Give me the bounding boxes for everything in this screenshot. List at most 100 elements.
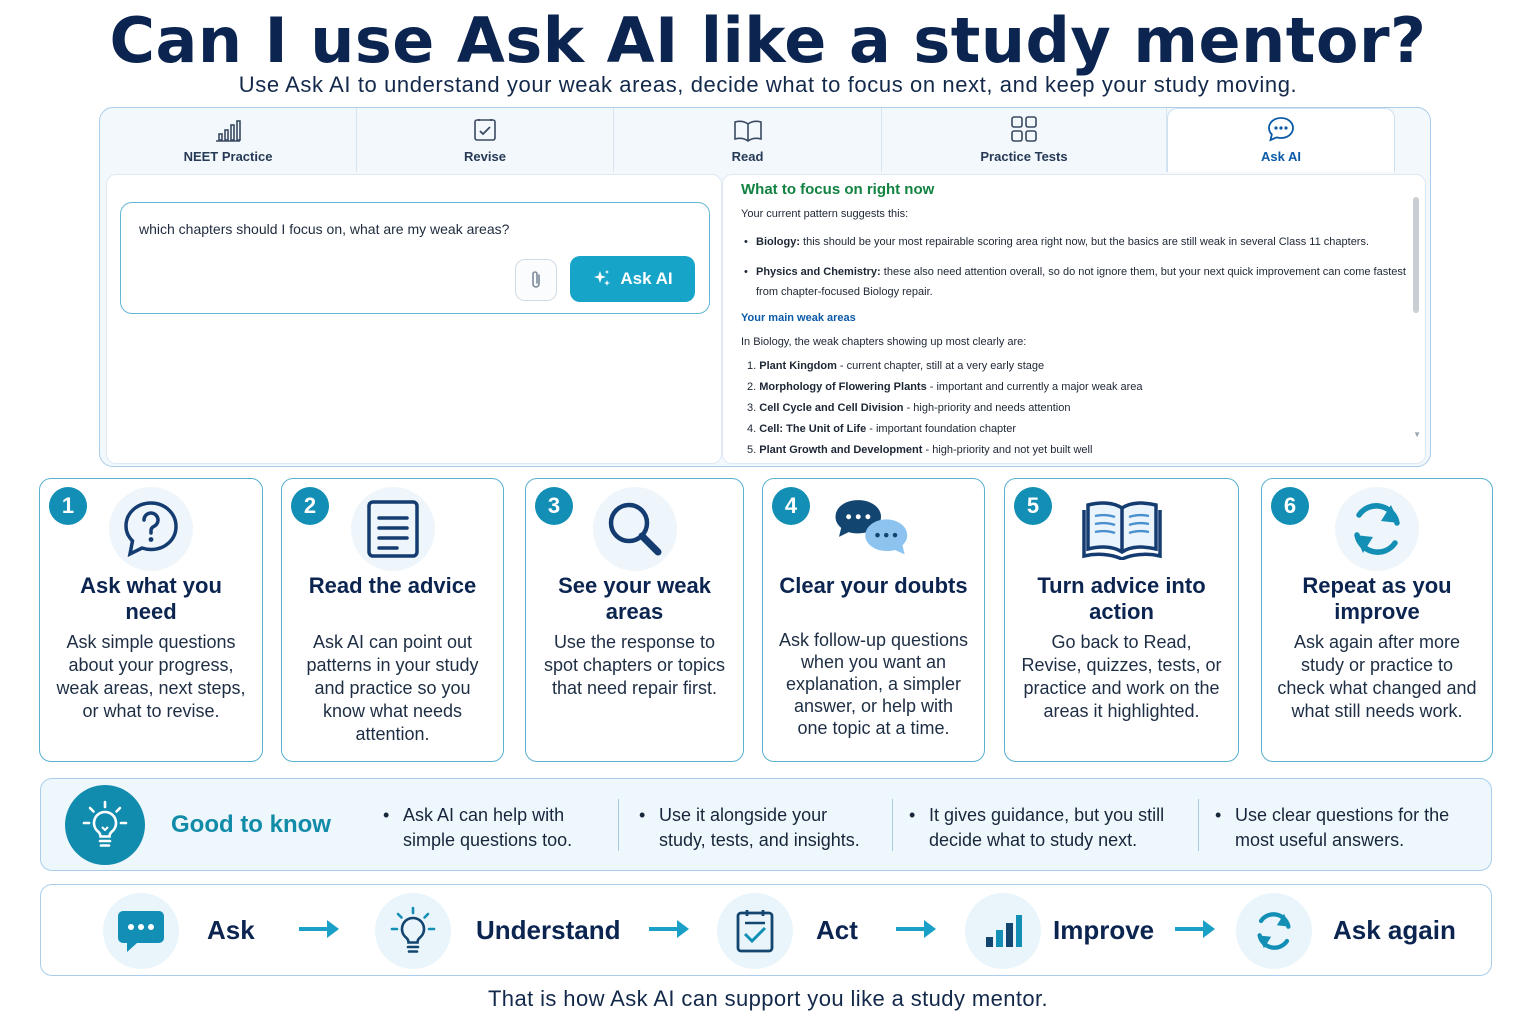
checklist-icon <box>474 119 496 141</box>
query-input[interactable]: which chapters should I focus on, what a… <box>139 221 510 237</box>
item-number: 4. <box>747 423 757 435</box>
lightbulb-icon <box>65 785 145 865</box>
flow-step-label: Understand <box>476 915 621 945</box>
step-title: Turn advice into action <box>1037 573 1206 624</box>
response-panel: What to focus on right now Your current … <box>722 174 1426 464</box>
footer-text: That is how Ask AI can support you like … <box>487 986 1049 1011</box>
chapter-note: - important foundation chapter <box>866 423 1017 435</box>
sparkle-icon <box>594 270 611 286</box>
list-item: Physics and Chemistry: these also need a… <box>741 262 1409 302</box>
chat-bubbles-icon <box>832 487 916 571</box>
step-title: Clear your doubts <box>779 573 968 598</box>
step-title: Ask what you need <box>80 573 222 624</box>
step-number: 5 <box>1014 487 1052 525</box>
paperclip-icon <box>532 271 540 288</box>
item-number: 1. <box>747 360 757 372</box>
response-sub-intro: In Biology, the weak chapters showing up… <box>741 336 1027 348</box>
book-icon <box>733 120 762 142</box>
divider <box>1198 799 1199 851</box>
tab-ask-ai[interactable]: Ask AI <box>1167 108 1395 172</box>
ask-ai-button[interactable]: Ask AI <box>570 256 695 302</box>
step-description: Use the response to spot chapters or top… <box>543 632 726 698</box>
lightbulb-icon <box>375 893 451 969</box>
arrow-right-icon <box>1175 920 1215 938</box>
document-icon <box>350 487 435 571</box>
step-number: 3 <box>535 487 573 525</box>
attach-button[interactable] <box>515 259 557 301</box>
arrow-right-icon <box>299 920 339 938</box>
flow-step-label: Ask again <box>1333 915 1456 945</box>
list-item: 5. Plant Growth and Development - high-p… <box>747 444 1409 456</box>
step-card-4: 4 Clear your doubts Ask follow-up questi… <box>762 478 985 762</box>
question-bubble-icon <box>109 487 193 571</box>
flow-step-label: Improve <box>1053 915 1155 945</box>
bullet-label: Physics and Chemistry: <box>756 266 881 278</box>
list-item: 2. Morphology of Flowering Plants - impo… <box>747 381 1409 393</box>
refresh-icon <box>1236 893 1312 969</box>
page-subtitle: Use Ask AI to understand your weak areas… <box>238 72 1298 97</box>
step-card-5: 5 Turn advice into action Go back to Rea… <box>1004 478 1239 762</box>
response-intro: Your current pattern suggests this: <box>741 208 909 220</box>
step-number: 4 <box>772 487 810 525</box>
chapter-name: Cell: The Unit of Life <box>759 423 867 435</box>
checklist-icon <box>717 893 793 969</box>
tab-revise[interactable]: Revise <box>357 108 614 172</box>
query-input-box[interactable]: which chapters should I focus on, what a… <box>120 202 710 314</box>
tab-label: Practice Tests <box>980 149 1068 164</box>
bullet-text: these also need attention overall, so do… <box>756 266 1406 298</box>
tab-bar: NEET Practice Revise Read Practice Tests… <box>100 108 1430 172</box>
response-heading: What to focus on right now <box>741 181 935 198</box>
good-to-know-title: Good to know <box>171 811 331 838</box>
chapter-note: - current chapter, still at a very early… <box>836 360 1045 372</box>
list-item: Biology: this should be your most repair… <box>741 232 1409 252</box>
tip-item: It gives guidance, but you still decide … <box>907 803 1177 853</box>
flow-step-label: Ask <box>207 915 255 945</box>
magnifier-icon <box>592 487 677 571</box>
step-title: See your weak areas <box>558 573 711 624</box>
good-to-know-banner: Good to know Ask AI can help with simple… <box>40 778 1492 871</box>
divider <box>892 799 893 851</box>
list-item: 4. Cell: The Unit of Life - important fo… <box>747 423 1409 435</box>
arrow-right-icon <box>649 920 689 938</box>
chapter-note: - important and currently a major weak a… <box>926 381 1143 393</box>
chapter-name: Plant Growth and Development <box>759 444 923 456</box>
chapter-name: Plant Kingdom <box>759 360 837 372</box>
list-item: 3. Cell Cycle and Cell Division - high-p… <box>747 402 1409 414</box>
app-window: NEET Practice Revise Read Practice Tests… <box>99 107 1431 467</box>
item-number: 5. <box>747 444 757 456</box>
tab-neet-practice[interactable]: NEET Practice <box>100 108 357 172</box>
chapter-name: Cell Cycle and Cell Division <box>759 402 904 414</box>
step-number: 2 <box>291 487 329 525</box>
chapter-note: - high-priority and needs attention <box>903 402 1071 414</box>
tab-label: Ask AI <box>1261 149 1301 164</box>
tab-label: Read <box>731 149 764 164</box>
open-book-icon <box>1080 487 1164 571</box>
tip-item: Use clear questions for the most useful … <box>1213 803 1463 853</box>
response-subheading: Your main weak areas <box>741 312 856 324</box>
scrollbar-thumb[interactable] <box>1413 197 1419 313</box>
step-title: Repeat as you improve <box>1302 573 1452 624</box>
query-panel: which chapters should I focus on, what a… <box>106 174 722 464</box>
weak-chapter-list: 1. Plant Kingdom - current chapter, stil… <box>741 360 1409 456</box>
step-number: 6 <box>1271 487 1309 525</box>
bar-chart-icon <box>965 893 1041 969</box>
tip-item: Use it alongside your study, tests, and … <box>637 803 877 853</box>
tip-item: Ask AI can help with simple questions to… <box>381 803 601 853</box>
step-title: Read the advice <box>308 573 477 598</box>
step-number: 1 <box>49 487 87 525</box>
chapter-note: - high-priority and not yet built well <box>922 444 1093 456</box>
mentor-cycle-flow: Ask Understand Act Improve Ask again <box>40 884 1492 976</box>
tab-practice-tests[interactable]: Practice Tests <box>882 108 1167 172</box>
tab-read[interactable]: Read <box>614 108 882 172</box>
step-card-1: 1 Ask what you need Ask simple questions… <box>39 478 263 762</box>
item-number: 3. <box>747 402 757 414</box>
step-description: Ask again after more study or practice t… <box>1277 632 1477 721</box>
response-bullets: Biology: this should be your most repair… <box>741 232 1409 302</box>
step-card-3: 3 See your weak areas Use the response t… <box>525 478 744 762</box>
step-description: Ask AI can point out patterns in your st… <box>306 632 479 744</box>
chat-icon <box>103 893 179 969</box>
bullet-label: Biology: <box>756 236 800 248</box>
refresh-icon <box>1335 487 1419 571</box>
tab-label: Revise <box>464 149 506 164</box>
scroll-down-arrow-icon[interactable]: ▼ <box>1413 430 1421 439</box>
